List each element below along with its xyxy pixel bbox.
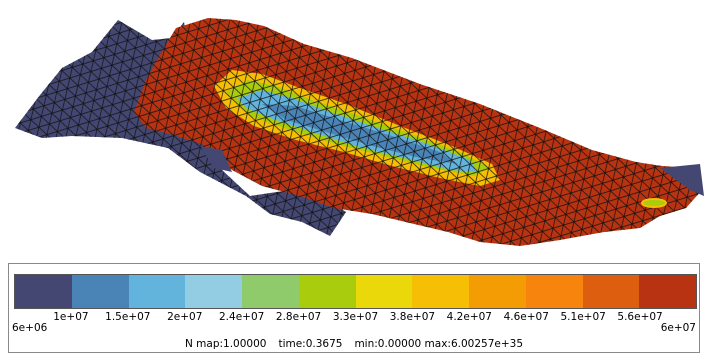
colorbar-segment [242, 275, 299, 308]
mesh-region-high [134, 18, 702, 246]
colorbar-min-label: 6e+06 [12, 322, 48, 334]
colorbar-segment [639, 275, 696, 308]
mesh-region-low-patch [660, 164, 704, 196]
colorbar-tick-label: 1.5e+07 [105, 311, 151, 323]
colorbar-tick-label: 3.3e+07 [332, 311, 379, 323]
colorbar-segment [525, 275, 583, 308]
minmax-text: min:0.00000 max:6.00257e+35 [354, 338, 524, 350]
mesh-hotspot [214, 70, 500, 186]
colorbar-segment [469, 275, 526, 308]
mesh-small-hotspot [641, 198, 667, 208]
colorbar-segment [412, 275, 469, 308]
colorbar-tick-label: 2.8e+07 [275, 311, 322, 323]
colorbar-max-label: 6e+07 [660, 322, 696, 334]
colorbar-tick-label: 5.1e+07 [560, 311, 606, 323]
colorbar-tick-label: 2e+07 [167, 311, 203, 323]
colorbar-segment [298, 275, 356, 308]
colorbar-segment [71, 275, 129, 308]
colorbar-segment [185, 275, 242, 308]
colorbar-segment [582, 275, 640, 308]
colorbar-tick-label: 5.6e+07 [617, 311, 663, 323]
colorbar-tick-label: 2.4e+07 [218, 311, 265, 323]
colorbar-segment [355, 275, 413, 308]
nmap-text: N map:1.00000 [184, 338, 267, 350]
color-legend: 1e+07 1.5e+07 2e+07 2.4e+07 2.8e+07 3.3e+07 3.… [8, 263, 700, 353]
colorbar-tick-label: 1e+07 [53, 311, 89, 323]
mesh-viewport[interactable] [0, 0, 705, 258]
colorbar [14, 274, 697, 309]
colorbar-tick-label: 3.8e+07 [389, 311, 436, 323]
mesh-region-low-patch [200, 146, 232, 172]
time-text: time:0.3675 [278, 338, 343, 350]
colorbar-segment [15, 275, 72, 308]
colorbar-tick-label: 4.2e+07 [446, 311, 492, 323]
status-line: N map:1.00000 time:0.3675 min:0.00000 max:… [9, 338, 699, 350]
colorbar-segment [128, 275, 186, 308]
colorbar-tick-label: 4.6e+07 [503, 311, 549, 323]
